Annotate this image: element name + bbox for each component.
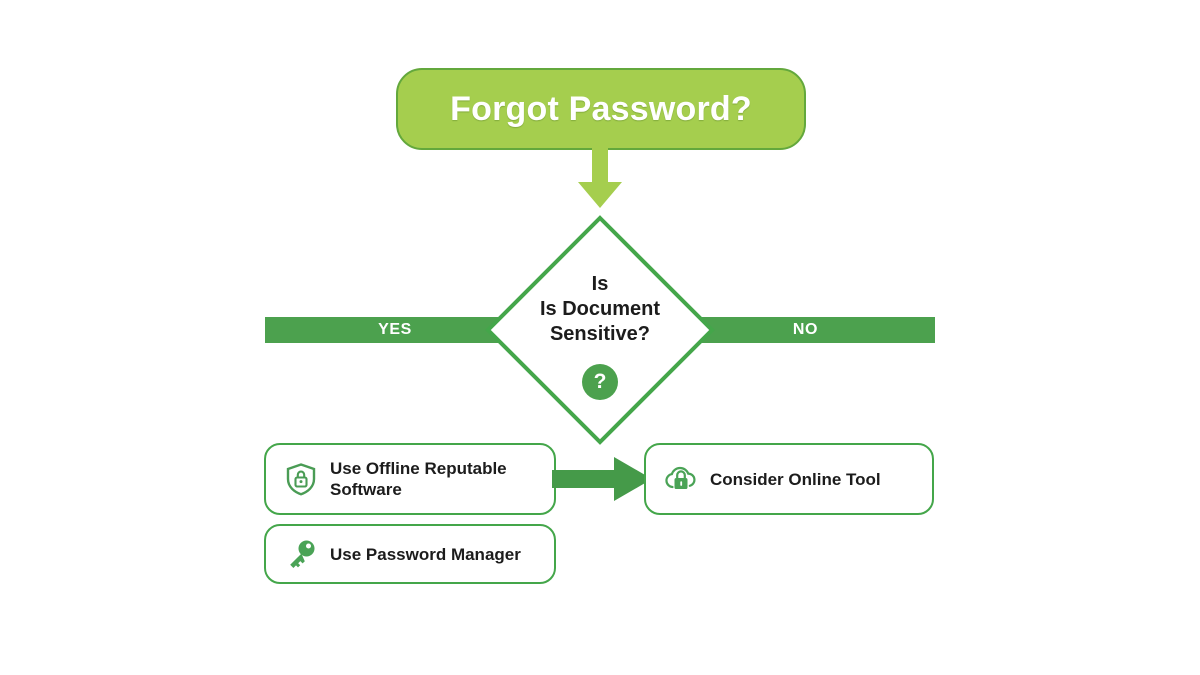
decision-node[interactable]: Is Is Document Sensitive? ? — [484, 214, 716, 446]
key-icon — [280, 533, 322, 575]
outcome-password-manager-label: Use Password Manager — [330, 544, 521, 564]
decision-line-2: Is Document — [539, 298, 661, 320]
outcome-online-tool-label: Consider Online Tool — [710, 469, 881, 489]
outcome-offline-software-label: Use Offline Reputable Software — [330, 459, 507, 499]
question-mark-glyph: ? — [593, 370, 607, 393]
diamond-shape — [485, 215, 715, 445]
start-node[interactable]: Forgot Password? — [396, 68, 806, 150]
down-arrow-icon — [578, 148, 622, 208]
branch-no-label: NO — [792, 321, 819, 338]
cloud-lock-icon — [660, 458, 702, 500]
outcome-password-manager[interactable]: Use Password Manager — [264, 524, 556, 584]
start-node-label: Forgot Password? — [450, 89, 752, 128]
branch-no: NO — [676, 317, 935, 343]
branch-yes-label: YES — [378, 321, 412, 338]
outcome-online-tool[interactable]: Consider Online Tool — [644, 443, 934, 515]
decision-line-3: Sensitive? — [549, 323, 651, 345]
outcome-offline-software[interactable]: Use Offline Reputable Software — [264, 443, 556, 515]
shield-lock-icon — [280, 458, 322, 500]
right-arrow-icon — [552, 457, 652, 501]
decision-text: Is Is Document Sensitive? — [484, 272, 716, 347]
branch-yes: YES — [265, 317, 525, 343]
question-mark-icon: ? — [582, 364, 618, 400]
decision-line-1: Is — [591, 273, 609, 295]
